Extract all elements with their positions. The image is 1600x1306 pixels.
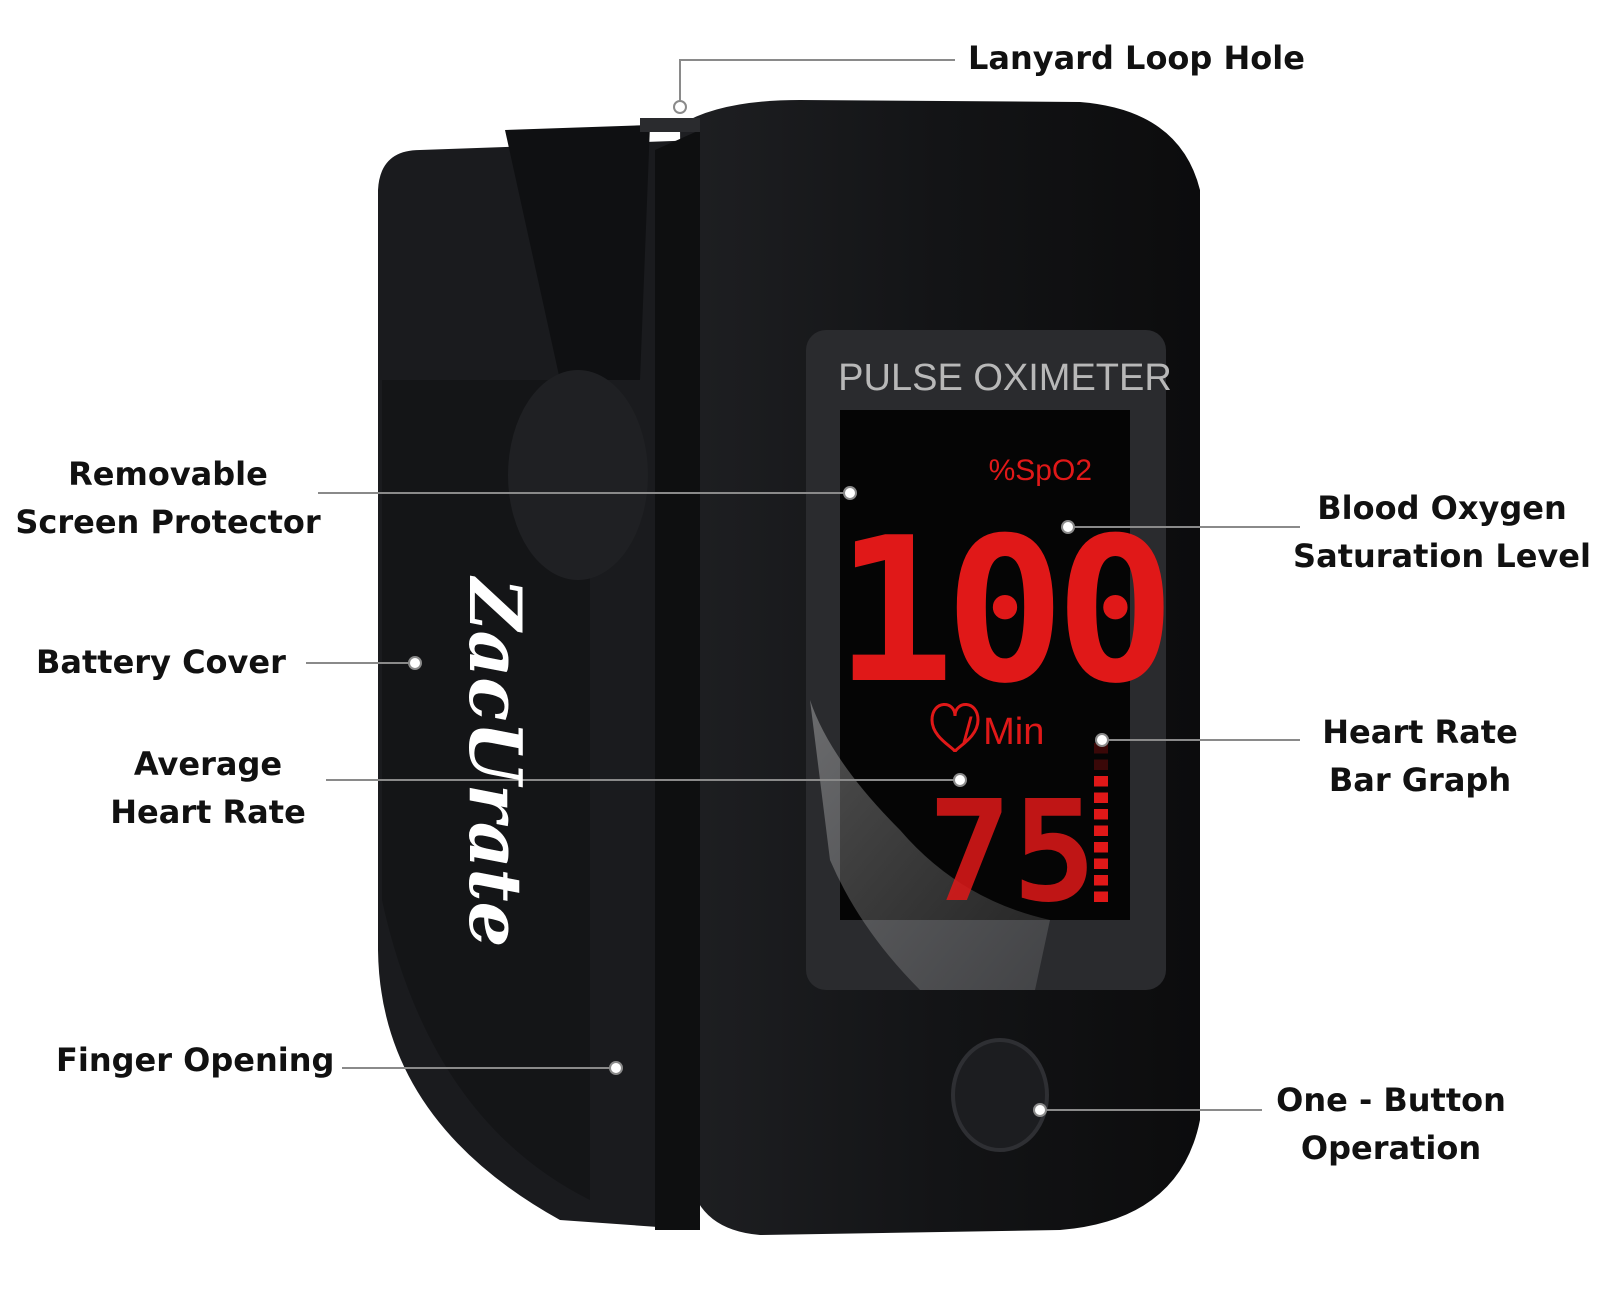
leader-lanyard — [679, 59, 955, 107]
callout-finger-opening: Finger Opening — [56, 1041, 335, 1079]
bar-graph-segment — [1094, 825, 1108, 836]
hr-value: 75 — [928, 771, 1097, 934]
hinge-pivot — [508, 370, 648, 580]
hinge-clip — [505, 125, 650, 380]
bar-graph-segment — [1094, 792, 1108, 803]
upper-body-edge — [655, 130, 700, 1230]
spo2-value: 100 — [834, 495, 1165, 728]
spo2-unit-label: %SpO2 — [989, 454, 1092, 487]
callout-lanyard-loop-hole: Lanyard Loop Hole — [968, 39, 1305, 77]
bar-graph-segment — [1094, 809, 1108, 820]
hr-unit-label: / Min — [962, 711, 1044, 753]
battery-cover-panel — [382, 380, 590, 1200]
bar-graph-segment — [1094, 743, 1108, 754]
power-button-icon[interactable] — [951, 1038, 1049, 1152]
bar-graph-segment — [1094, 759, 1108, 770]
heart-rate-bar-graph — [1094, 743, 1108, 902]
lanyard-slot — [640, 118, 700, 132]
leader-lines — [306, 59, 1300, 1111]
callout-battery-cover: Battery Cover — [36, 643, 286, 681]
bar-graph-segment — [1094, 842, 1108, 853]
bar-graph-segment — [1094, 891, 1108, 902]
screen-title: PULSE OXIMETER — [838, 357, 1172, 399]
bar-graph-segment — [1094, 875, 1108, 886]
brand-logo: ZacUrate — [453, 575, 538, 948]
bar-graph-segment — [1094, 858, 1108, 869]
leader-dots — [408, 100, 1109, 1117]
bar-graph-segment — [1094, 776, 1108, 787]
heart-outline-icon — [930, 703, 980, 753]
screen-protector-peel — [810, 700, 1050, 990]
